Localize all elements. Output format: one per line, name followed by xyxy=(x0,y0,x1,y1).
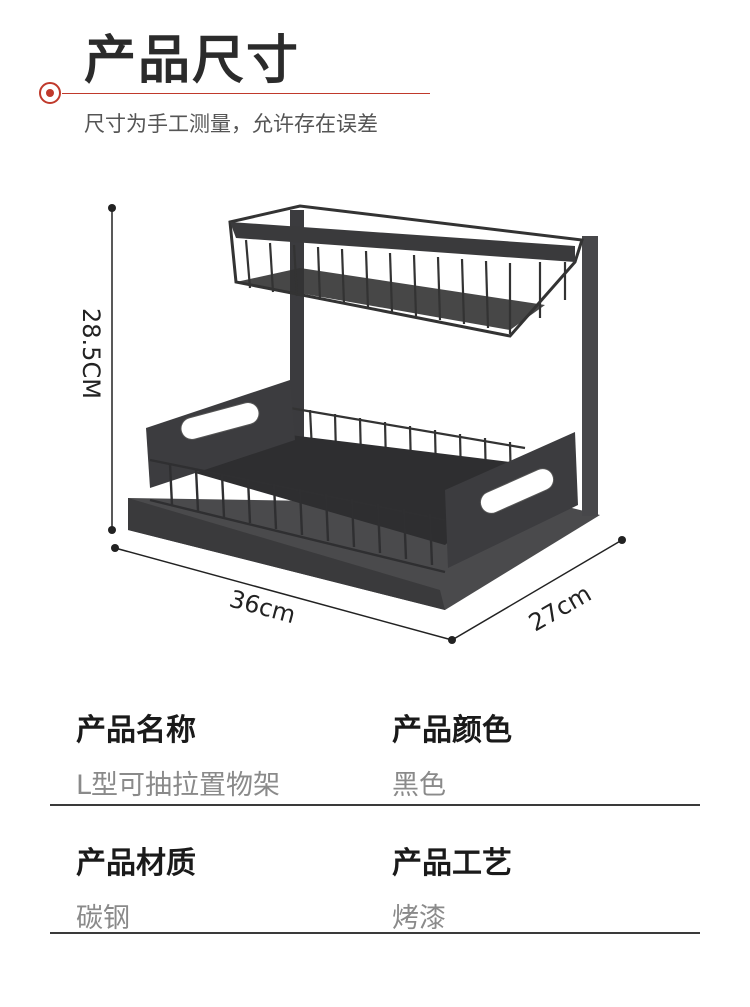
page-subtitle: 尺寸为手工测量，允许存在误差 xyxy=(84,112,378,136)
width-label: 36cm xyxy=(226,585,298,629)
depth-dimension-line xyxy=(451,539,623,641)
product-dimension-figure: 28.5CM 36cm 27cm xyxy=(77,204,626,644)
depth-label: 27cm xyxy=(524,579,596,637)
header-divider xyxy=(62,93,430,94)
page-title: 产品尺寸 xyxy=(84,31,301,91)
spec-label: 产品工艺 xyxy=(392,846,512,881)
spec-value: 碳钢 xyxy=(76,903,130,934)
spec-value: L型可抽拉置物架 xyxy=(76,770,281,801)
spec-value: 黑色 xyxy=(392,770,446,801)
target-icon xyxy=(39,82,61,104)
height-label: 28.5CM xyxy=(77,308,105,399)
spec-product-material: 产品材质 碳钢 xyxy=(76,838,196,935)
spec-label: 产品名称 xyxy=(76,713,196,748)
spec-value: 烤漆 xyxy=(392,903,446,934)
spec-product-name: 产品名称 L型可抽拉置物架 xyxy=(76,705,280,802)
spec-label: 产品颜色 xyxy=(392,713,512,748)
spec-divider xyxy=(50,804,700,806)
spec-label: 产品材质 xyxy=(76,846,196,881)
spec-divider xyxy=(50,932,700,934)
spec-product-process: 产品工艺 烤漆 xyxy=(392,838,512,935)
spec-product-color: 产品颜色 黑色 xyxy=(392,705,512,802)
width-dimension-line xyxy=(114,547,453,641)
rack-product-icon xyxy=(128,204,600,610)
